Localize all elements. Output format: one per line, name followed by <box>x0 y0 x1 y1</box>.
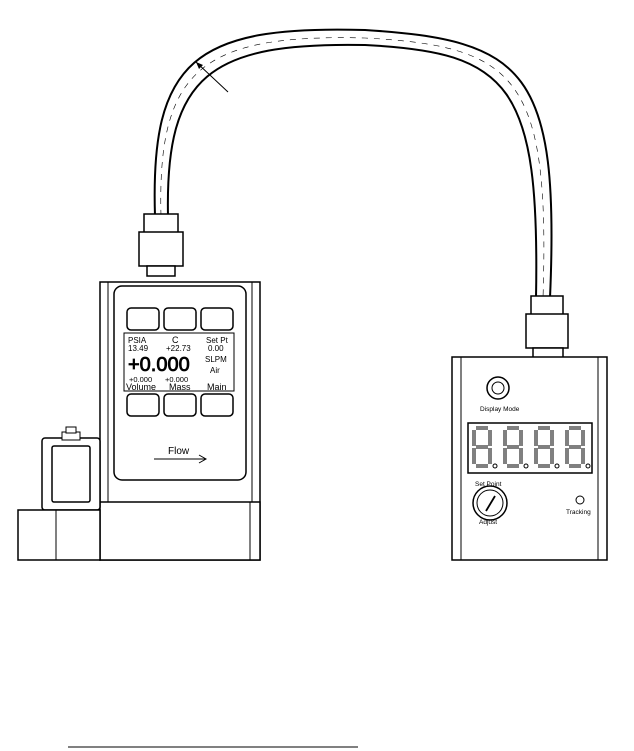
setpoint-knob[interactable] <box>472 485 508 521</box>
meter-cable-connector <box>138 213 184 277</box>
main-reading: +0.000 <box>128 354 190 376</box>
valve-assembly <box>17 426 101 561</box>
softkey-left-label: Volume <box>126 382 156 392</box>
pressure-value: 13.49 <box>128 344 149 353</box>
meter-base <box>99 501 261 561</box>
setpt-value: 0.00 <box>208 344 224 353</box>
led-digits <box>472 426 591 469</box>
temp-label: C <box>172 335 179 345</box>
meter-key-bottom-left[interactable] <box>126 393 160 417</box>
remote-controller: Display Mode Set Point Adjust Tracking <box>451 356 608 561</box>
led-digit <box>472 426 498 469</box>
led-decimal-point <box>492 463 498 469</box>
led-digit <box>534 426 560 469</box>
display-mode-label: Display Mode <box>480 406 520 413</box>
adjust-label: Adjust <box>479 519 497 526</box>
controller-cable-connector <box>525 295 569 359</box>
setpt-label: Set Pt <box>206 336 229 345</box>
flow-meter: PSIA 13.49 C +22.73 Set Pt 0.00 +0.000 S… <box>99 281 261 561</box>
mass-value: +0.000 <box>165 375 188 384</box>
meter-lcd <box>123 332 235 392</box>
callout-leader <box>195 61 229 93</box>
gas-label: Air <box>210 366 220 375</box>
pressure-label: PSIA <box>128 336 147 345</box>
led-decimal-point <box>585 463 591 469</box>
led-decimal-point <box>554 463 560 469</box>
meter-key-bottom-right[interactable] <box>200 393 234 417</box>
callout-label-box <box>228 92 418 180</box>
volume-value: +0.000 <box>129 375 152 384</box>
meter-key-bottom-mid[interactable] <box>163 393 197 417</box>
led-decimal-point <box>523 463 529 469</box>
tracking-led-icon <box>575 495 585 505</box>
led-digit <box>565 426 591 469</box>
temp-value: +22.73 <box>166 344 191 353</box>
softkey-right-label: Main <box>207 382 227 392</box>
connector-cable <box>153 28 553 299</box>
softkey-mid-label: Mass <box>169 382 191 392</box>
units-label: SLPM <box>205 355 227 364</box>
setpoint-label: Set Point <box>475 481 502 488</box>
flow-label: Flow <box>168 446 190 457</box>
meter-key-top-left[interactable] <box>126 307 160 331</box>
display-mode-button[interactable] <box>486 376 510 400</box>
tracking-label: Tracking <box>566 509 591 516</box>
meter-key-top-mid[interactable] <box>163 307 197 331</box>
led-digit <box>503 426 529 469</box>
meter-key-top-right[interactable] <box>200 307 234 331</box>
flow-arrow-icon <box>154 454 208 464</box>
